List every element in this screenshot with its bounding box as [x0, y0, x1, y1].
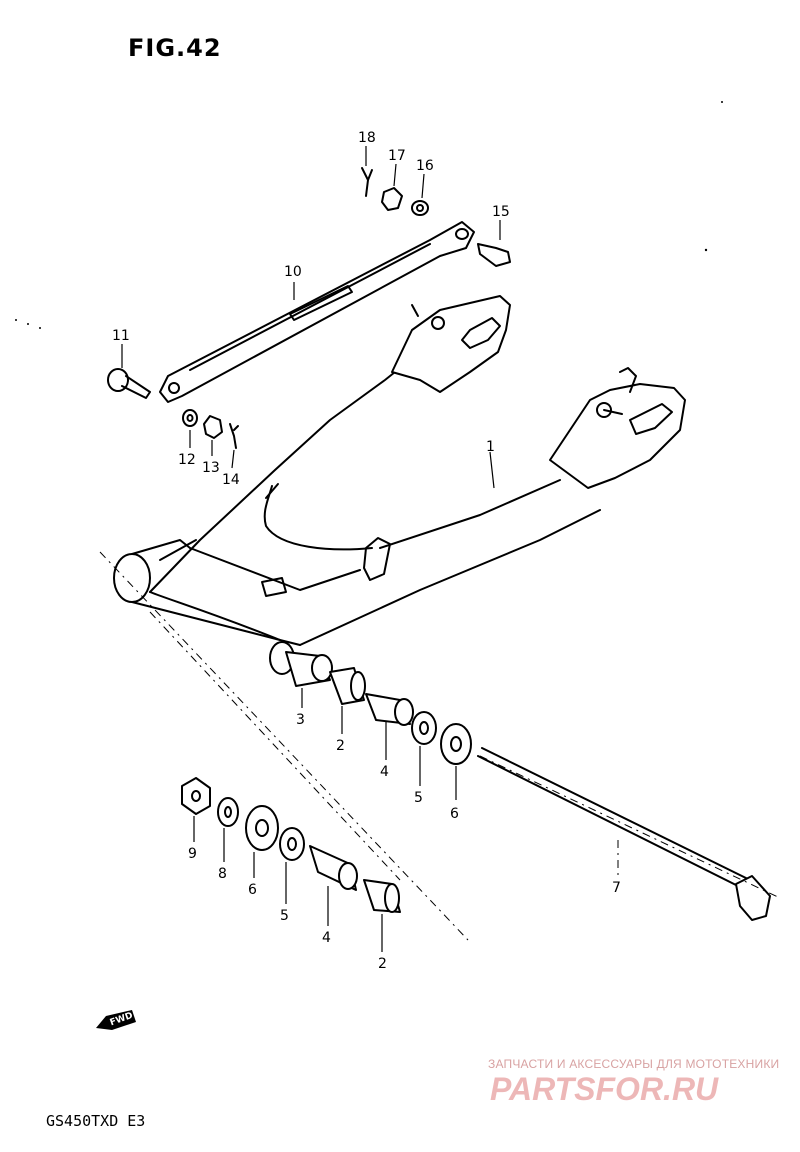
callout-labels: 1 2 2 3 4 4 5 5 6 6 7 8 9 10 11 12 13 14…: [112, 130, 621, 972]
callout-8: 8: [218, 866, 227, 882]
pivot-parts-lower: [181, 777, 401, 913]
leader-lines: [99, 146, 781, 952]
cotter-pin-14: [229, 423, 239, 449]
svg-text:PARTSFOR.RU: PARTSFOR.RU: [490, 1071, 719, 1107]
watermark-logo: PARTSFOR.RU: [490, 1071, 719, 1107]
callout-4a: 4: [380, 764, 389, 780]
swing-arm: [113, 295, 686, 675]
callout-9: 9: [188, 846, 197, 862]
bolt-15: [477, 243, 511, 267]
nut-13: [203, 415, 223, 439]
callout-4b: 4: [322, 930, 331, 946]
callout-12: 12: [178, 452, 196, 468]
callout-2a: 2: [336, 738, 345, 754]
callout-10: 10: [284, 264, 302, 280]
model-code-label: GS450TXD E3: [46, 1112, 146, 1130]
callout-14: 14: [222, 472, 240, 488]
callout-1: 1: [486, 439, 495, 455]
washer-16: [411, 200, 429, 216]
callout-5a: 5: [414, 790, 423, 806]
callout-6b: 6: [248, 882, 257, 898]
forward-arrow-icon: FWD: [96, 1010, 136, 1030]
callout-18: 18: [358, 130, 376, 146]
callout-3: 3: [296, 712, 305, 728]
watermark-caption: ЗАПЧАСТИ И АКСЕССУАРЫ ДЛЯ МОТОТЕХНИКИ: [488, 1057, 780, 1071]
washer-12: [182, 409, 198, 427]
callout-15: 15: [492, 204, 510, 220]
scan-specks: [15, 101, 723, 329]
torque-link: [159, 221, 475, 403]
callout-17: 17: [388, 148, 406, 164]
pivot-parts-upper: [285, 651, 472, 765]
callout-13: 13: [202, 460, 220, 476]
callout-5b: 5: [280, 908, 289, 924]
figure-title: FIG.42: [128, 34, 222, 62]
callout-16: 16: [416, 158, 434, 174]
pivot-shaft: [477, 747, 771, 921]
callout-7: 7: [612, 880, 621, 896]
bolt-11: [107, 368, 151, 399]
callout-6a: 6: [450, 806, 459, 822]
cotter-pin-18: [361, 167, 373, 197]
callout-11: 11: [112, 328, 130, 344]
nut-17: [381, 187, 403, 211]
callout-2b: 2: [378, 956, 387, 972]
